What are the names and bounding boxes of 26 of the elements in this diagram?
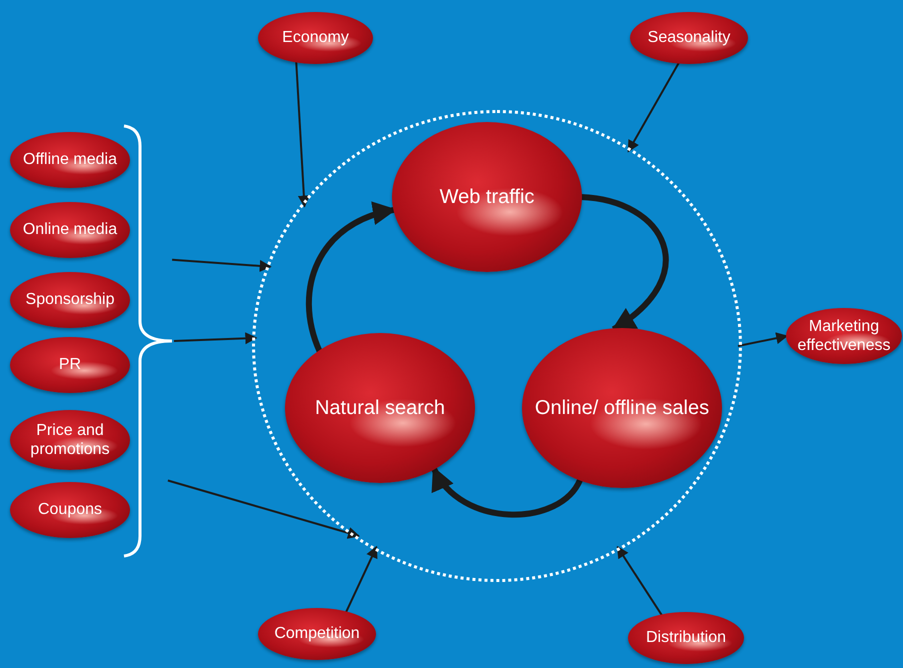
arrow	[306, 202, 397, 352]
arrow	[172, 258, 272, 272]
oval-node: Coupons	[10, 482, 130, 538]
oval-node: Distribution	[628, 612, 744, 664]
arrow	[168, 480, 360, 539]
arrow	[431, 466, 583, 518]
arrow	[627, 62, 680, 152]
arrow	[345, 546, 378, 613]
oval-node: PR	[10, 337, 130, 393]
oval-node: Economy	[258, 12, 373, 64]
arrow	[295, 61, 310, 208]
oval-node: Seasonality	[630, 12, 748, 64]
curly-brace	[122, 124, 174, 558]
oval-node: Natural search	[285, 333, 475, 483]
oval-node: Sponsorship	[10, 272, 130, 328]
oval-node: Offline media	[10, 132, 130, 188]
arrow	[174, 332, 258, 344]
oval-node: Marketing effectiveness	[786, 308, 902, 364]
dotted-circle	[252, 110, 742, 582]
oval-node: Web traffic	[392, 122, 582, 272]
oval-node: Competition	[258, 608, 376, 660]
arrow	[616, 546, 663, 616]
oval-node: Price and promotions	[10, 410, 130, 470]
arrow	[738, 332, 788, 347]
oval-node: Online/ offline sales	[522, 328, 722, 488]
oval-node: Online media	[10, 202, 130, 258]
